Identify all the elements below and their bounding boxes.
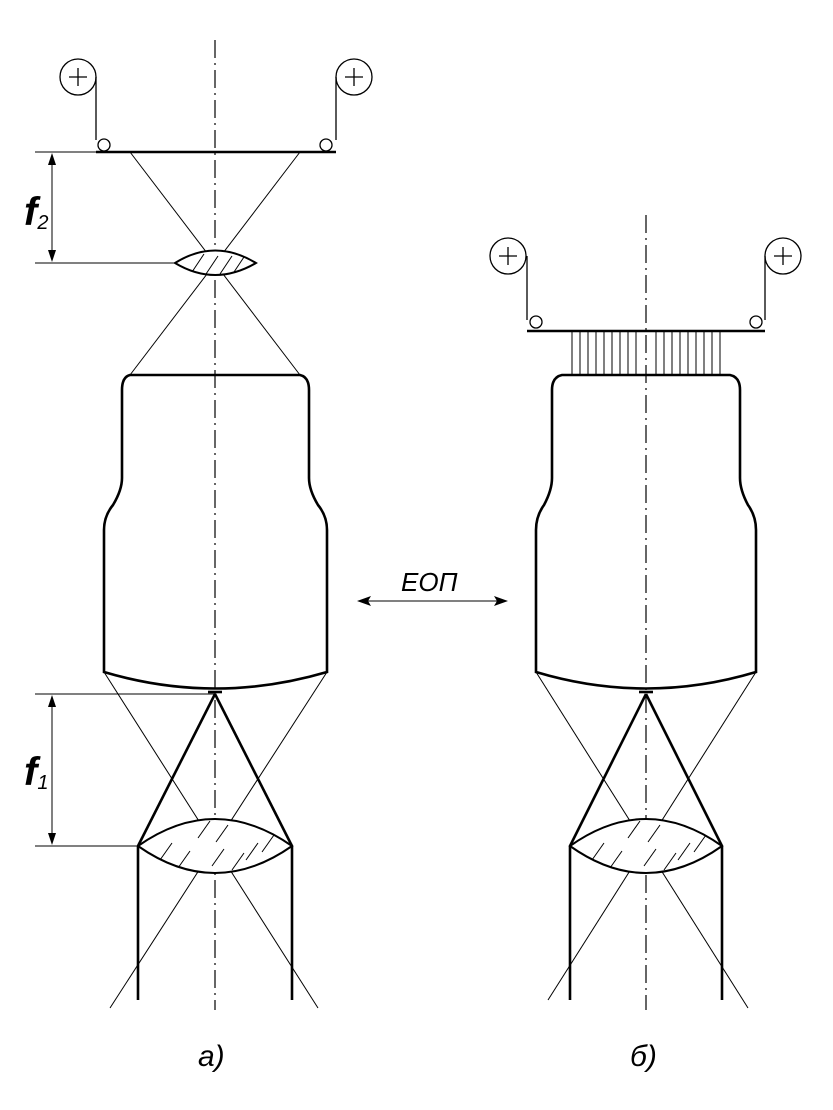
relay-lens-a	[173, 249, 258, 276]
guide-roller-icon	[529, 315, 543, 329]
part-a-label: а)	[198, 1040, 225, 1073]
dimension-f1	[35, 693, 215, 847]
guide-roller-icon	[319, 138, 333, 152]
scheme-b	[489, 215, 802, 1010]
film-transport-a	[59, 58, 373, 154]
focal-length-f2-label: f2	[24, 190, 49, 235]
fiber-optic-plate	[571, 331, 721, 375]
film-transport-b	[489, 237, 802, 333]
guide-roller-icon	[749, 315, 763, 329]
dimension-f2	[35, 151, 175, 264]
intensifier-tube-b	[534, 373, 758, 690]
guide-roller-icon	[97, 138, 111, 152]
objective-lens-a	[136, 818, 294, 874]
scheme-a	[35, 40, 373, 1010]
battery-plus-icon	[489, 237, 527, 275]
part-b-label: б)	[630, 1040, 657, 1073]
intensifier-tube-a	[102, 373, 329, 690]
tube-label: ЕОП	[401, 567, 458, 597]
objective-lens-b	[568, 818, 724, 874]
tube-pointer-arrow	[357, 596, 508, 606]
focal-length-f1-label: f1	[24, 750, 49, 795]
